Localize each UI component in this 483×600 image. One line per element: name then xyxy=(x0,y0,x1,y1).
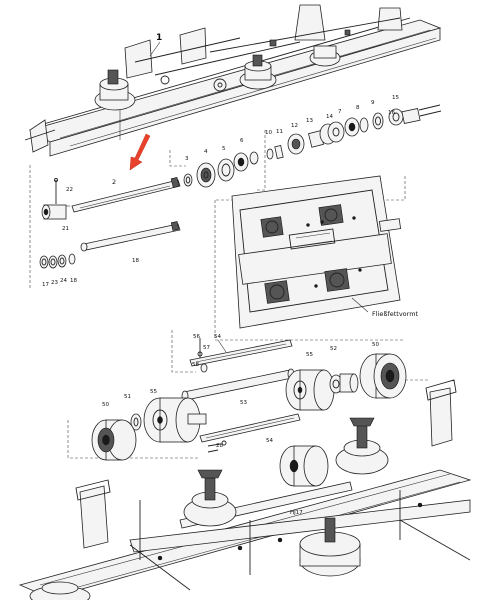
callout-52: 52 xyxy=(330,346,337,352)
callout-50b: 50 xyxy=(372,342,379,348)
part-55-left-drum xyxy=(143,397,207,443)
part-56-pin xyxy=(197,338,203,358)
callout-4: 4 xyxy=(204,149,208,155)
callout-14: 14 xyxy=(326,114,333,120)
part-2-shaft xyxy=(71,177,181,213)
frame-mark: HJ17 xyxy=(290,510,303,516)
red-arrow-indicator xyxy=(129,133,151,171)
part-50-right-disk xyxy=(359,353,407,399)
parts-17-23-24-rings xyxy=(39,253,76,269)
gearbox-cross-section xyxy=(231,175,402,329)
callout-23: 23 xyxy=(51,280,58,286)
callout-11: 11 xyxy=(276,129,283,135)
callout-56: 56 xyxy=(193,334,200,340)
callout-21: 21 xyxy=(62,226,69,232)
callout-55b: 55 xyxy=(150,389,157,395)
part-12-gear xyxy=(287,133,305,155)
part-54-lower-strip xyxy=(199,413,301,443)
callout-17: 17 xyxy=(42,282,49,288)
part-5-gear xyxy=(217,158,235,182)
part-22-pin xyxy=(54,178,58,204)
part-10-ring xyxy=(266,148,274,160)
callout-22: 22 xyxy=(66,187,73,193)
part-51-ring xyxy=(130,413,142,431)
callout-12: 12 xyxy=(291,123,298,129)
part-3-ring xyxy=(183,173,193,187)
callout-15: 15 xyxy=(392,95,399,101)
callout-6: 6 xyxy=(240,138,244,144)
top-frame-assembly xyxy=(24,4,442,157)
callout-3: 3 xyxy=(185,156,189,162)
part-8-bearing xyxy=(344,117,360,137)
part-9-ring xyxy=(372,112,384,130)
part-55-right-drum xyxy=(285,369,335,411)
part-53-shaft xyxy=(181,368,295,402)
part-11-collar xyxy=(274,145,284,159)
part-6-bearing xyxy=(233,151,259,172)
part-7-ring xyxy=(359,117,369,133)
callout-24: 24 xyxy=(60,278,67,284)
callout-9: 9 xyxy=(371,100,375,106)
callout-18b: 18 xyxy=(70,278,77,284)
callout-50a: 50 xyxy=(102,402,109,408)
bottom-frame-assembly xyxy=(18,379,472,600)
part-54-upper-strip xyxy=(189,339,293,367)
callout-55a: 55 xyxy=(306,352,313,358)
callout-28: 28 xyxy=(216,443,223,449)
callout-8: 8 xyxy=(356,105,360,111)
callout-13: 13 xyxy=(306,118,313,124)
part-15-bushing xyxy=(388,104,442,126)
callout-51: 51 xyxy=(124,394,131,400)
callout-58: 58 xyxy=(192,362,199,368)
part-52-ring xyxy=(329,373,359,394)
callout-7: 7 xyxy=(338,109,342,115)
part-21-coupling xyxy=(41,204,70,220)
part-50-left-disk xyxy=(91,419,137,461)
callout-2: 2 xyxy=(112,178,116,186)
part-28-bolts xyxy=(207,440,227,453)
part-58-ring xyxy=(200,363,208,373)
callout-53: 53 xyxy=(240,400,247,406)
grease-note: Fließfettvormt xyxy=(372,310,419,318)
callout-57: 57 xyxy=(203,345,210,351)
callout-10: 10 xyxy=(265,130,272,136)
part-18-shaft xyxy=(80,221,181,252)
callout-18a: 18 xyxy=(132,258,139,264)
callout-5: 5 xyxy=(222,146,226,152)
callout-1: 1 xyxy=(156,33,162,43)
callout-54a: 54 xyxy=(214,334,221,340)
callout-54b: 54 xyxy=(266,438,273,444)
part-14-coupling xyxy=(319,121,345,145)
part-4-gear xyxy=(196,162,216,188)
callout-16: 16 xyxy=(388,110,395,116)
